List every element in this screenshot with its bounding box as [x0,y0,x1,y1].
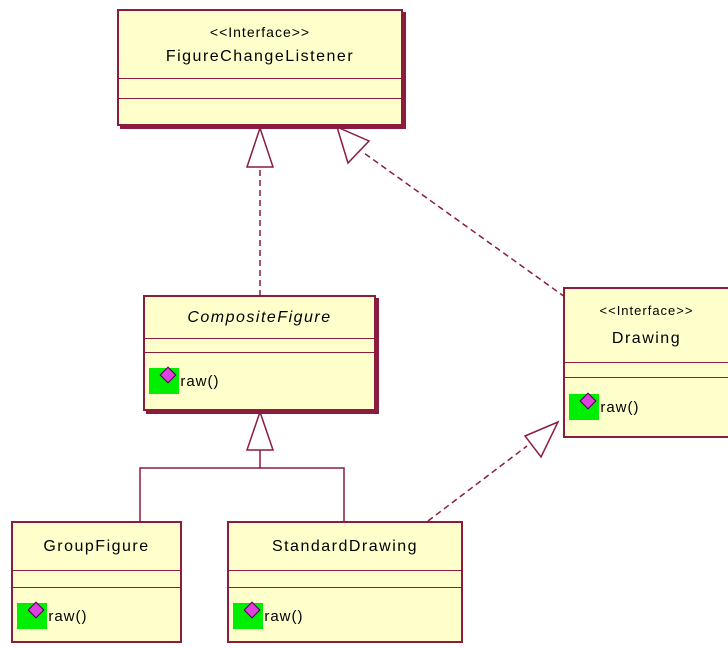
generalization-line-standard [260,467,345,522]
operations-compartment: draw() [13,588,180,648]
class-name: StandardDrawing [271,537,419,555]
generalization-arrowhead-composite [245,409,275,451]
class-header: <<Interface>> Drawing [565,289,728,363]
stereotype-label: <<Interface>> [599,303,694,318]
attributes-compartment [119,79,401,99]
class-header: GroupFigure [13,523,180,571]
class-drawing[interactable]: <<Interface>> Drawing draw() [563,287,728,438]
attributes-compartment [145,339,374,353]
class-figure-change-listener[interactable]: <<Interface>> FigureChangeListener [117,9,403,126]
method-row[interactable]: draw() [145,353,374,409]
method-label: draw() [255,607,304,625]
generalization-line-group [139,450,261,522]
public-method-icon [149,366,179,394]
class-composite-figure[interactable]: CompositeFigure draw() [143,295,376,411]
method-row[interactable]: draw() [13,588,180,644]
method-row[interactable]: draw() [229,588,461,644]
class-header: CompositeFigure [145,297,374,339]
class-name: FigureChangeListener [165,47,355,65]
class-group-figure[interactable]: GroupFigure draw() [11,521,182,643]
class-name: GroupFigure [43,537,150,555]
operations-compartment: draw() [145,353,374,409]
public-method-icon [569,392,599,420]
operations-compartment: draw() [565,378,728,436]
public-method-icon [17,601,47,629]
class-name: Drawing [611,330,682,347]
method-row[interactable]: draw() [565,378,728,436]
method-label: draw() [39,607,88,625]
class-name: CompositeFigure [187,308,332,326]
method-label: draw() [591,398,640,416]
realization-line-drawing [363,152,566,298]
operations-compartment: draw() [229,588,461,648]
realization-arrowhead-standard-drawing [523,420,560,459]
realization-arrowhead-drawing [335,125,371,165]
attributes-compartment [565,363,728,378]
attributes-compartment [13,571,180,588]
public-method-icon [233,601,263,629]
attributes-compartment [229,571,461,588]
operations-compartment [119,99,401,124]
class-header: <<Interface>> FigureChangeListener [119,11,401,79]
class-header: StandardDrawing [229,523,461,571]
method-label: draw() [171,372,220,390]
realization-line-standard-drawing [427,445,528,522]
stereotype-label: <<Interface>> [209,23,311,40]
class-standard-drawing[interactable]: StandardDrawing draw() [227,521,463,643]
realization-arrowhead-composite [245,125,275,168]
